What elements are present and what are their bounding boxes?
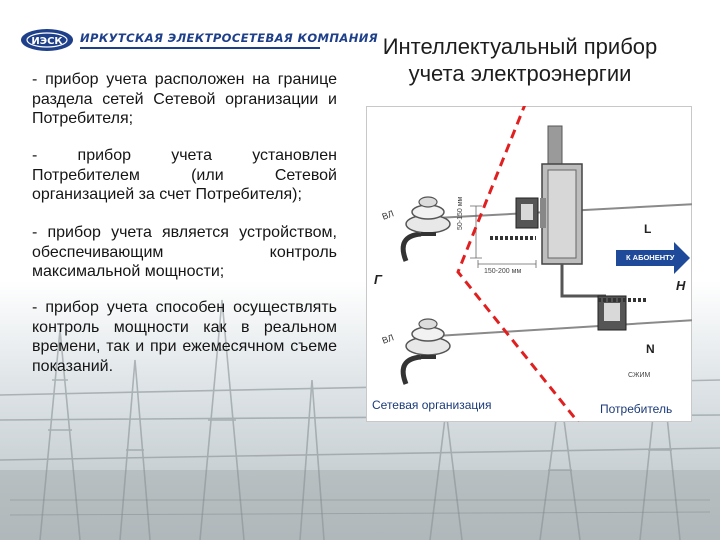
insulator-icon — [400, 196, 451, 262]
dimension-horizontal — [477, 260, 537, 268]
label-l: L — [644, 222, 652, 236]
boundary-line — [456, 106, 580, 422]
svg-text:ИЭСК: ИЭСК — [31, 36, 63, 47]
clamp-label: СЖИМ — [628, 372, 651, 379]
bullet-realtime: - прибор учета способен осуществлять кон… — [32, 299, 337, 375]
consumer-side-label: Потребитель — [600, 402, 673, 416]
grid-side-label: Сетевая организация — [372, 398, 492, 412]
dimension-horizontal-label: 150-200 мм — [484, 268, 522, 275]
label-h: Н — [676, 278, 686, 293]
insulator-icon — [400, 318, 451, 385]
bullet-boundary: - прибор учета расположен на границе раз… — [32, 71, 337, 127]
bullet-installation: - прибор учета установлен Потребителем (… — [32, 147, 337, 203]
arrow-to-consumer — [616, 242, 690, 274]
clamp-icon — [490, 197, 539, 240]
wire-bottom — [435, 319, 692, 337]
label-g: Г — [374, 272, 382, 287]
clamp-icon — [597, 295, 648, 331]
diagram-drawing — [400, 106, 692, 422]
page-title: Интеллектуальный прибор учета электроэне… — [382, 34, 658, 86]
dimension-vertical — [470, 205, 482, 259]
arrow-label: К АБОНЕНТУ — [626, 253, 675, 262]
meter-diagram: ВЛ ВЛ Г Н L N К АБОНЕНТУ 150-200 мм 50-1… — [366, 106, 692, 422]
header-rule — [80, 47, 320, 49]
label-n: N — [646, 342, 655, 356]
iesk-logo-icon: ИЭСК — [21, 29, 73, 51]
dimension-vertical-label: 50-150 мм — [457, 196, 464, 230]
bullet-max-power: - прибор учета является устройством, обе… — [32, 224, 337, 280]
meter-icon — [540, 125, 606, 298]
company-name: ИРКУТСКАЯ ЭЛЕКТРОСЕТЕВАЯ КОМПАНИЯ — [80, 31, 379, 45]
company-logo: ИЭСК ИРКУТСКАЯ ЭЛЕКТРОСЕТЕВАЯ КОМПАНИЯ — [20, 28, 378, 52]
